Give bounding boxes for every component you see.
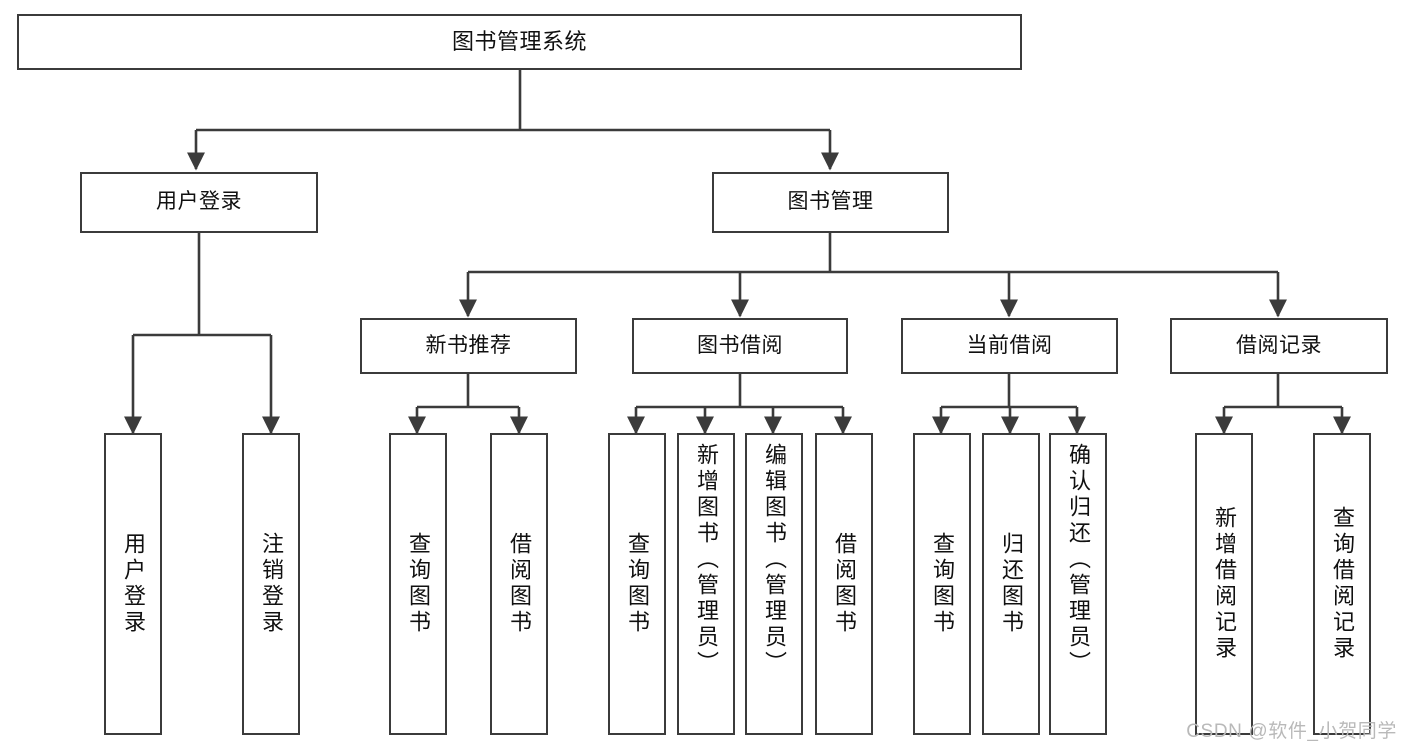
node-user-login[interactable]: 用户登录 xyxy=(80,172,318,233)
watermark: CSDN @软件_小贺同学 xyxy=(1186,721,1397,742)
node-book-manage-label: 图书管理 xyxy=(787,190,874,214)
node-leaf-add-record-label: 新增借阅记录 xyxy=(1212,506,1237,662)
node-leaf-query-record[interactable]: 查询借阅记录 xyxy=(1313,433,1371,735)
node-leaf-query-book-3-label: 查询图书 xyxy=(930,532,955,636)
node-user-login-label: 用户登录 xyxy=(156,190,242,214)
node-leaf-borrow-book-2[interactable]: 借阅图书 xyxy=(815,433,873,735)
node-leaf-query-book-3[interactable]: 查询图书 xyxy=(913,433,971,735)
node-leaf-return-book-label: 归还图书 xyxy=(999,532,1024,636)
node-leaf-add-record[interactable]: 新增借阅记录 xyxy=(1195,433,1253,735)
node-new-book-rec-label: 新书推荐 xyxy=(425,333,512,357)
node-current-borrow[interactable]: 当前借阅 xyxy=(901,318,1118,374)
node-root[interactable]: 图书管理系统 xyxy=(17,14,1022,70)
node-book-manage[interactable]: 图书管理 xyxy=(712,172,949,233)
node-leaf-borrow-book-2-label: 借阅图书 xyxy=(832,532,857,636)
node-leaf-edit-book-label: 编辑图书（管理员） xyxy=(762,443,787,677)
node-leaf-query-book-1[interactable]: 查询图书 xyxy=(389,433,447,735)
node-leaf-query-book-2-label: 查询图书 xyxy=(625,532,650,636)
node-leaf-query-book-2[interactable]: 查询图书 xyxy=(608,433,666,735)
node-book-borrow[interactable]: 图书借阅 xyxy=(632,318,848,374)
node-book-borrow-label: 图书借阅 xyxy=(697,333,783,357)
node-leaf-query-record-label: 查询借阅记录 xyxy=(1330,506,1355,662)
node-leaf-confirm-return[interactable]: 确认归还（管理员） xyxy=(1049,433,1107,735)
node-leaf-user-login-label: 用户登录 xyxy=(121,532,146,636)
node-leaf-add-book-label: 新增图书（管理员） xyxy=(694,443,719,677)
node-leaf-confirm-return-label: 确认归还（管理员） xyxy=(1066,443,1091,677)
node-leaf-logout-label: 注销登录 xyxy=(259,532,284,636)
node-leaf-logout[interactable]: 注销登录 xyxy=(242,433,300,735)
node-leaf-query-book-1-label: 查询图书 xyxy=(406,532,431,636)
node-borrow-record-label: 借阅记录 xyxy=(1236,333,1322,357)
node-leaf-borrow-book-1-label: 借阅图书 xyxy=(507,532,532,636)
node-borrow-record[interactable]: 借阅记录 xyxy=(1170,318,1388,374)
node-current-borrow-label: 当前借阅 xyxy=(966,333,1053,357)
node-root-label: 图书管理系统 xyxy=(451,29,587,55)
node-leaf-add-book[interactable]: 新增图书（管理员） xyxy=(677,433,735,735)
node-leaf-borrow-book-1[interactable]: 借阅图书 xyxy=(490,433,548,735)
node-leaf-return-book[interactable]: 归还图书 xyxy=(982,433,1040,735)
node-new-book-rec[interactable]: 新书推荐 xyxy=(360,318,577,374)
node-leaf-user-login[interactable]: 用户登录 xyxy=(104,433,162,735)
node-leaf-edit-book[interactable]: 编辑图书（管理员） xyxy=(745,433,803,735)
